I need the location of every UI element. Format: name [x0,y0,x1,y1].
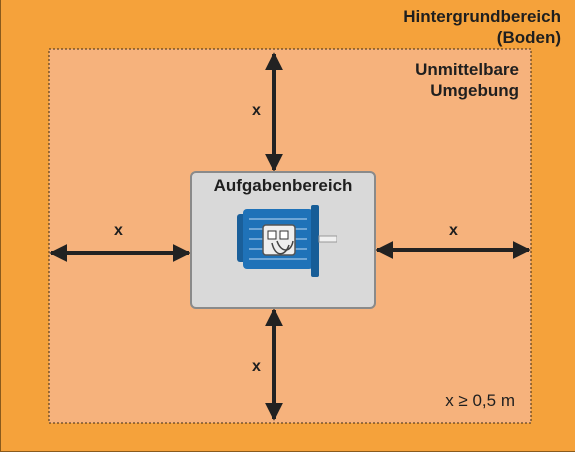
background-label-line-1: Hintergrundbereich [403,7,561,26]
environment-label-line-1: Unmittelbare [415,60,519,79]
environment-area-label: Unmittelbare Umgebung [415,59,519,101]
task-area-box: Aufgabenbereich [190,171,376,309]
distance-label-bottom: x [252,358,261,375]
distance-constraint: x ≥ 0,5 m [445,391,515,410]
background-area-label: Hintergrundbereich (Boden) [403,6,561,48]
electric-motor-icon [237,205,337,277]
distance-label-left: x [114,222,123,239]
distance-label-top: x [252,102,261,119]
background-label-line-2: (Boden) [496,28,561,47]
task-area-label: Aufgabenbereich [213,176,353,195]
environment-label-line-2: Umgebung [430,81,519,100]
distance-label-right: x [449,222,458,239]
